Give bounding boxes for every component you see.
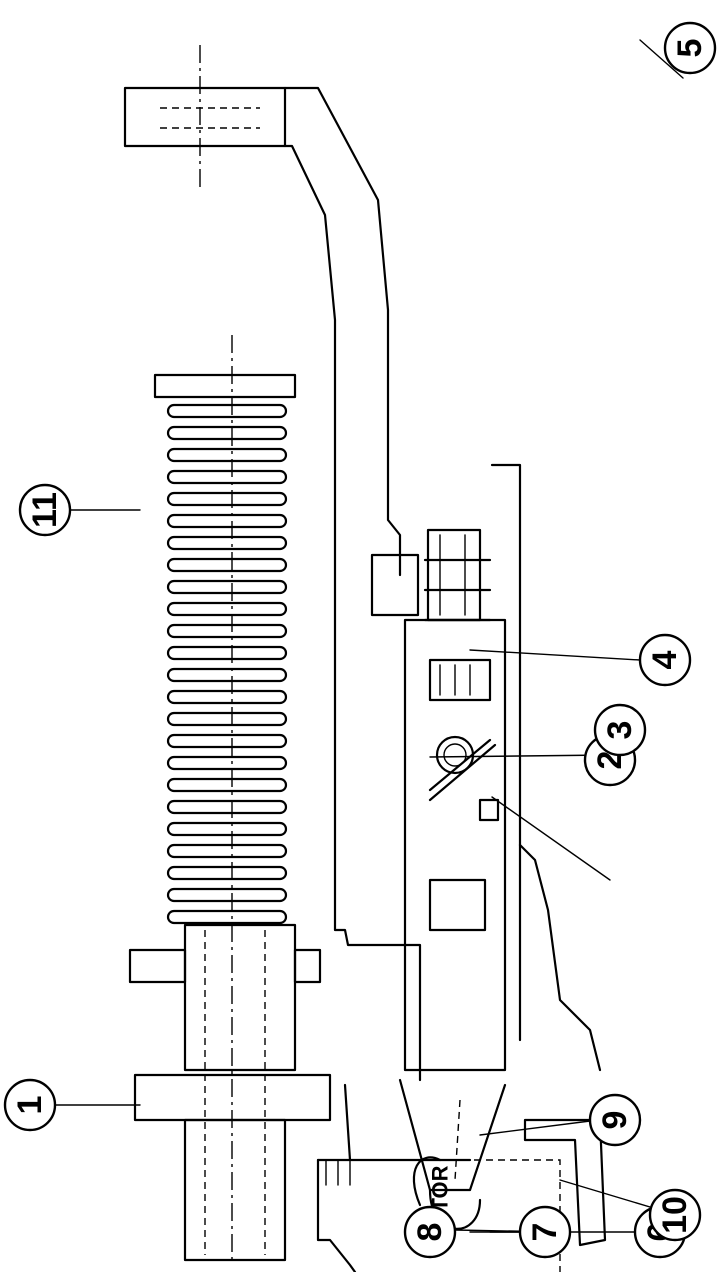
spring-coil xyxy=(166,645,288,661)
callout-1-label: 1 xyxy=(11,1096,49,1115)
spring-coil xyxy=(166,909,288,925)
callout-10-label: 10 xyxy=(656,1196,694,1234)
callout-11: 11 xyxy=(18,483,72,537)
spring-coil xyxy=(166,623,288,639)
spring-coil xyxy=(166,755,288,771)
spring-coil xyxy=(166,689,288,705)
leader-lines xyxy=(44,39,684,1233)
callout-11-label: 11 xyxy=(26,492,64,528)
callout-7-label: 7 xyxy=(526,1223,564,1242)
spring-coil xyxy=(166,777,288,793)
spring-coil xyxy=(166,469,288,485)
latch-housing xyxy=(370,463,602,1072)
callout-9-label: 9 xyxy=(596,1111,634,1130)
spring-coil xyxy=(166,821,288,837)
callout-4: 4 xyxy=(638,633,692,687)
callout-5-label: 5 xyxy=(671,39,709,58)
callout-1: 1 xyxy=(3,1078,57,1132)
spring-coil xyxy=(166,711,288,727)
callout-7: 7 xyxy=(518,1205,572,1259)
callout-8-label: 8 xyxy=(411,1223,449,1242)
spring-coil xyxy=(166,579,288,595)
spring-coil xyxy=(166,557,288,573)
callout-10: 10 xyxy=(648,1188,702,1242)
spring-coil xyxy=(166,601,288,617)
spring-coil xyxy=(166,887,288,903)
callout-5: 5 xyxy=(663,21,717,75)
spring-coil xyxy=(166,865,288,881)
callout-4-label: 4 xyxy=(646,650,684,669)
callout-8: 8 xyxy=(403,1205,457,1259)
lever-arm xyxy=(123,45,422,1082)
spring-coil xyxy=(166,513,288,529)
spring-coil xyxy=(166,667,288,683)
callout-3: 3 xyxy=(593,703,647,757)
spring-coil xyxy=(166,491,288,507)
spring-coil xyxy=(166,403,288,419)
trip-link xyxy=(343,1078,507,1230)
spring-coil xyxy=(166,535,288,551)
spring-coil xyxy=(166,425,288,441)
spring-assembly xyxy=(128,335,332,1265)
callout-9: 9 xyxy=(588,1093,642,1147)
callout-3-label: 3 xyxy=(601,721,639,740)
spring-coil xyxy=(166,843,288,859)
spring-coils xyxy=(166,403,288,925)
spring-coil xyxy=(166,799,288,815)
spring-coil xyxy=(166,447,288,463)
spring-coil xyxy=(166,733,288,749)
